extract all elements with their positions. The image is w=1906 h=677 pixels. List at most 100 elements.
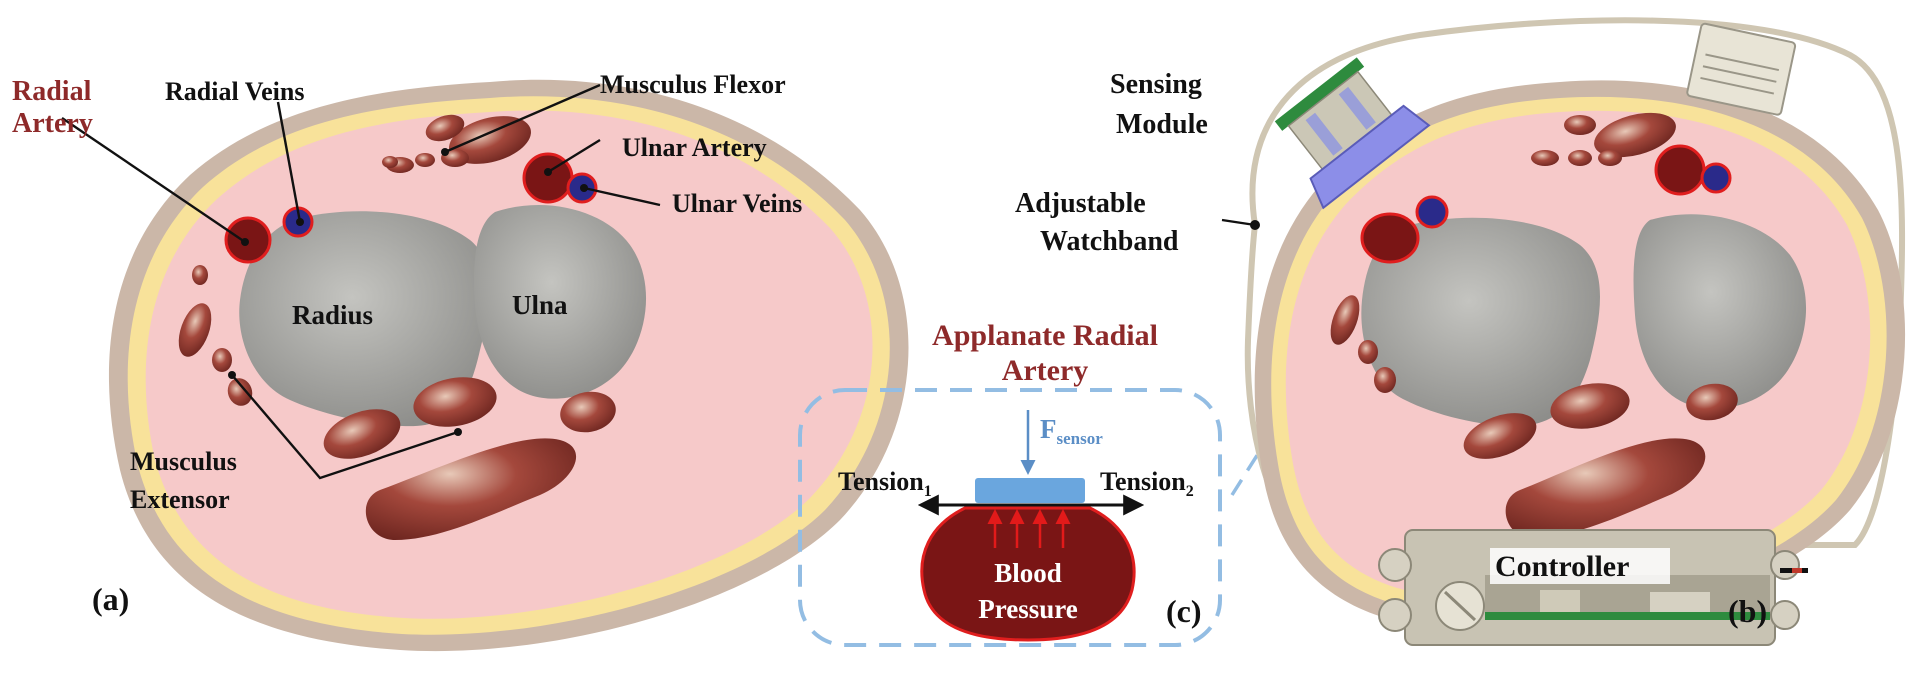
ulnar-vein: [1700, 162, 1732, 194]
sensing-module-pin: [1338, 86, 1376, 130]
label-tension-1: Tension1: [838, 467, 932, 500]
panel-c: Applanate Radial Artery Fsensor Tension1…: [798, 247, 1390, 647]
controller-wire-tip: [1792, 568, 1802, 573]
band-buckle: [1686, 22, 1797, 116]
label-ulna: Ulna: [512, 290, 568, 320]
sensor-plate: [975, 478, 1085, 503]
controller-mount: [1770, 600, 1800, 630]
radius-bone: [239, 211, 490, 427]
controller-label-plate: [1490, 548, 1670, 584]
extensor-muscle: [1330, 295, 1360, 345]
extensor-muscle: [212, 348, 232, 372]
label-radius: Radius: [292, 300, 373, 330]
label-tension-2: Tension2: [1100, 467, 1194, 500]
label-radial-artery: Artery: [12, 108, 93, 139]
flexor-muscle: [449, 116, 531, 164]
extensor-muscle: [1550, 383, 1630, 429]
leader-dot: [441, 148, 449, 156]
ulnar-artery: [1654, 144, 1706, 196]
blood-pressure-arrows: [987, 509, 1071, 548]
leader-dot: [296, 218, 304, 226]
panel-tag-c: (c): [1166, 593, 1202, 629]
panel-tag-a: (a): [92, 581, 129, 617]
applanated-artery: [920, 506, 1136, 642]
label-blood-pressure: Blood: [994, 558, 1062, 588]
buckle-groove: [1700, 76, 1775, 95]
radial-vein: [1415, 195, 1449, 229]
buckle-groove: [1705, 53, 1780, 72]
extensor-muscle: [1358, 340, 1378, 364]
muscle-group: [1330, 112, 1738, 538]
tension-2-text: Tension: [1100, 467, 1186, 496]
panel-tag-b: (b): [1728, 593, 1767, 629]
controller-device: [1378, 529, 1808, 646]
extensor-muscle: [178, 303, 212, 357]
leader-dot: [544, 168, 552, 176]
leader-adjustable-watchband: [1221, 218, 1256, 227]
label-radial-artery: Radial: [12, 76, 92, 107]
label-f-sensor: Fsensor: [1040, 414, 1103, 448]
extensor-muscle: [365, 438, 577, 540]
tension-1-subscript: 1: [924, 483, 932, 500]
leader-dot: [241, 238, 249, 246]
forearm-cross-section: [61, 79, 909, 652]
flexor-muscle: [1568, 150, 1592, 166]
leader-dot: [228, 371, 236, 379]
sensing-module: [1274, 57, 1431, 210]
flexor-muscle: [1531, 150, 1559, 166]
label-ulnar-artery: Ulnar Artery: [622, 133, 767, 162]
flexor-muscle: [382, 156, 398, 168]
force-arrow: Fsensor: [1020, 410, 1103, 475]
flexor-muscle: [425, 114, 465, 142]
leader-lines: [61, 83, 661, 480]
vessels: [1360, 144, 1732, 264]
buckle-groove: [1702, 65, 1777, 83]
label-sensing-module: Module: [1116, 109, 1208, 140]
label-adjustable-watchband: Adjustable: [1015, 188, 1146, 219]
tension-2-subscript: 2: [1186, 483, 1194, 500]
extensor-muscle: [227, 378, 253, 406]
label-controller: Controller: [1495, 550, 1629, 583]
flexor-muscle: [1594, 112, 1676, 158]
leader-radial-artery: [61, 117, 246, 243]
label-sensing-module: Sensing: [1110, 69, 1202, 100]
label-musculus-extensor: Musculus: [130, 447, 237, 476]
radial-artery-applanated: [1360, 212, 1420, 264]
extensor-muscle: [1505, 438, 1706, 538]
extensor-muscle: [1463, 413, 1537, 459]
extensor-muscle: [1374, 367, 1396, 393]
controller-dial-slot: [1443, 590, 1477, 622]
sensing-module-pcb: [1274, 57, 1365, 131]
extensor-muscle: [1686, 383, 1738, 421]
label-musculus-extensor: Extensor: [130, 485, 230, 514]
extensor-muscle: [560, 391, 616, 433]
tension-1-text: Tension: [838, 467, 924, 496]
muscle-group: [178, 114, 616, 540]
sensing-module-pin: [1305, 112, 1343, 156]
ulna-bone: [474, 204, 647, 399]
radius-bone: [1361, 217, 1600, 427]
label-applanate-radial-artery: Applanate Radial: [932, 319, 1158, 352]
controller-pcb: [1485, 612, 1770, 620]
controller-chip: [1650, 592, 1710, 612]
sensing-module-contact-pad: [1309, 104, 1431, 210]
ulna-bone: [1633, 214, 1807, 409]
label-adjustable-watchband: Watchband: [1040, 226, 1179, 257]
leader-ulnar-artery: [547, 138, 601, 174]
controller-mount: [1378, 548, 1412, 582]
label-musculus-flexor: Musculus Flexor: [600, 70, 786, 99]
extensor-muscle: [323, 409, 401, 459]
flexor-muscle: [1564, 115, 1596, 135]
label-blood-pressure: Pressure: [978, 594, 1077, 624]
leader-dot: [580, 184, 588, 192]
leader-dot: [454, 428, 462, 436]
flexor-muscle: [1598, 150, 1622, 166]
leader-musculus-flexor: [444, 83, 601, 154]
force-symbol: F: [1040, 414, 1057, 444]
controller-mount: [1770, 550, 1800, 580]
panel-a: Radial Artery Radial Veins Musculus Flex…: [12, 70, 909, 652]
controller-mount: [1378, 598, 1412, 632]
extensor-muscle: [413, 377, 497, 427]
force-subscript: sensor: [1057, 429, 1104, 448]
